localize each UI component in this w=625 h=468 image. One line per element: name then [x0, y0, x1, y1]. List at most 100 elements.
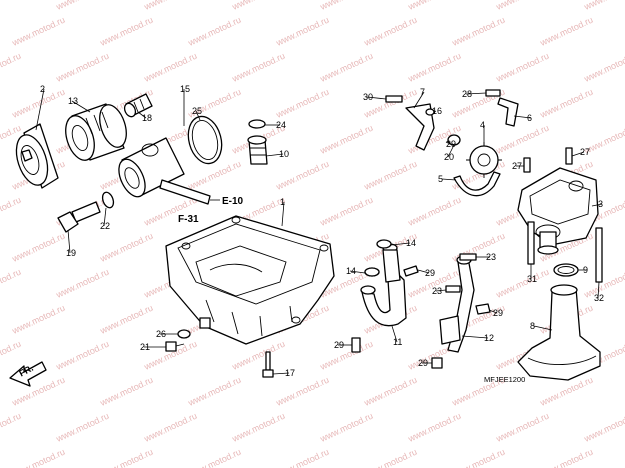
watermark-text: www.motod.ru — [54, 0, 111, 12]
oil-strainer[interactable] — [439, 255, 475, 353]
relief-valve[interactable] — [247, 119, 268, 165]
watermark-text: www.motod.ru — [186, 159, 243, 193]
watermark-text: www.motod.ru — [0, 267, 23, 301]
callout-number: 6 — [527, 113, 532, 123]
watermark-text: www.motod.ru — [98, 231, 155, 265]
leader-line — [571, 151, 585, 157]
bolt-23-a[interactable] — [459, 253, 477, 261]
oil-pump-strainer[interactable] — [517, 284, 601, 381]
callout-number: 27 — [580, 147, 590, 157]
watermark-text: www.motod.ru — [98, 303, 155, 337]
watermark-text: www.motod.ru — [186, 375, 243, 409]
watermark-text: www.motod.ru — [142, 411, 199, 445]
leader-line — [71, 100, 91, 113]
oil-cooler[interactable] — [114, 137, 211, 205]
watermark-text: www.motod.ru — [274, 159, 331, 193]
callout-number: 16 — [432, 106, 442, 116]
watermark-text: www.motod.ru — [362, 375, 419, 409]
watermark-text: www.motod.ru — [274, 447, 331, 468]
bolt-17[interactable] — [262, 351, 274, 378]
watermark-text: www.motod.ru — [230, 51, 287, 85]
oil-pump-sprocket[interactable] — [466, 142, 502, 178]
watermark-text: www.motod.ru — [494, 267, 551, 301]
leader-line — [433, 110, 437, 113]
leader-line — [465, 92, 487, 95]
watermark-text: www.motod.ru — [0, 51, 23, 85]
leader-line — [441, 178, 457, 181]
oil-pan[interactable] — [165, 215, 335, 345]
watermark-text: www.motod.ru — [450, 15, 507, 49]
pump-bolt-31[interactable] — [527, 221, 535, 265]
watermark-text: www.motod.ru — [230, 339, 287, 373]
leader-line — [272, 372, 290, 375]
watermark-text: www.motod.ru — [186, 15, 243, 49]
leader-line — [349, 270, 366, 274]
callout-number: 23 — [432, 286, 442, 296]
watermark-text: www.motod.ru — [274, 15, 331, 49]
callout-number: 1 — [280, 197, 285, 207]
callout-number: 15 — [180, 84, 190, 94]
oil-pump[interactable] — [517, 167, 599, 255]
pump-bolt-27-b[interactable] — [565, 147, 573, 165]
watermark-text: www.motod.ru — [318, 195, 375, 229]
bracket-6[interactable] — [497, 97, 519, 127]
o-ring[interactable] — [183, 113, 226, 168]
callout-number: 25 — [192, 106, 202, 116]
watermark-text: www.motod.ru — [98, 447, 155, 468]
oil-pump-chain[interactable] — [453, 171, 501, 197]
callout-number: 30 — [363, 92, 373, 102]
guide-bolt-30[interactable] — [385, 95, 403, 103]
drain-bolt[interactable] — [57, 191, 115, 233]
watermark-text: www.motod.ru — [10, 87, 67, 121]
callout-number: 31 — [527, 274, 537, 284]
leader-line — [461, 335, 489, 339]
callout-number: 7 — [420, 87, 425, 97]
watermark-text: www.motod.ru — [450, 447, 507, 468]
washer-14-a[interactable] — [376, 239, 392, 249]
reference-e10: E-10 — [222, 196, 244, 207]
watermark-text: www.motod.ru — [10, 231, 67, 265]
watermark-text: www.motod.ru — [318, 0, 375, 12]
watermark-text: www.motod.ru — [318, 51, 375, 85]
leader-line — [366, 96, 387, 100]
callout-number: 21 — [140, 342, 150, 352]
washer-26[interactable] — [177, 329, 191, 339]
bolt-29-c[interactable] — [475, 303, 491, 315]
watermark-text: www.motod.ru — [230, 411, 287, 445]
watermark-text: www.motod.ru — [318, 339, 375, 373]
pump-bolt-27-a[interactable] — [523, 157, 531, 173]
watermark-text: www.motod.ru — [538, 447, 595, 468]
callout-number: 3 — [598, 199, 603, 209]
pump-bolt-32[interactable] — [595, 227, 603, 283]
leader-line — [35, 88, 45, 131]
callout-number: 2 — [40, 84, 45, 94]
leader-line — [447, 144, 455, 158]
bolt-29-a[interactable] — [403, 265, 419, 277]
chain-guide[interactable] — [405, 103, 435, 151]
bolt-23-b[interactable] — [445, 285, 461, 293]
oil-filter-cover[interactable] — [11, 123, 59, 189]
watermark-text: www.motod.ru — [54, 411, 111, 445]
bolt-29-b[interactable] — [351, 337, 361, 353]
leader-line — [597, 281, 600, 299]
watermark-text: www.motod.ru — [494, 51, 551, 85]
leader-line — [281, 201, 285, 227]
washer-14-b[interactable] — [364, 267, 380, 277]
callout-number: 29 — [493, 308, 503, 318]
watermark-text: www.motod.ru — [318, 123, 375, 157]
bolt-21[interactable] — [165, 341, 185, 352]
callout-number: 5 — [438, 174, 443, 184]
leader-line — [417, 269, 430, 274]
callout-number: 12 — [484, 333, 494, 343]
bolt-28[interactable] — [485, 89, 501, 97]
watermark-text: www.motod.ru — [142, 51, 199, 85]
watermark-text: www.motod.ru — [494, 411, 551, 445]
leader-line — [445, 141, 451, 145]
bolt-29-d[interactable] — [431, 357, 443, 369]
watermark-text: www.motod.ru — [494, 0, 551, 12]
watermark-text: www.motod.ru — [582, 51, 625, 85]
oil-filter-element[interactable] — [61, 101, 132, 164]
oil-filter-boss[interactable] — [123, 93, 153, 118]
o-ring-9[interactable] — [553, 263, 579, 277]
